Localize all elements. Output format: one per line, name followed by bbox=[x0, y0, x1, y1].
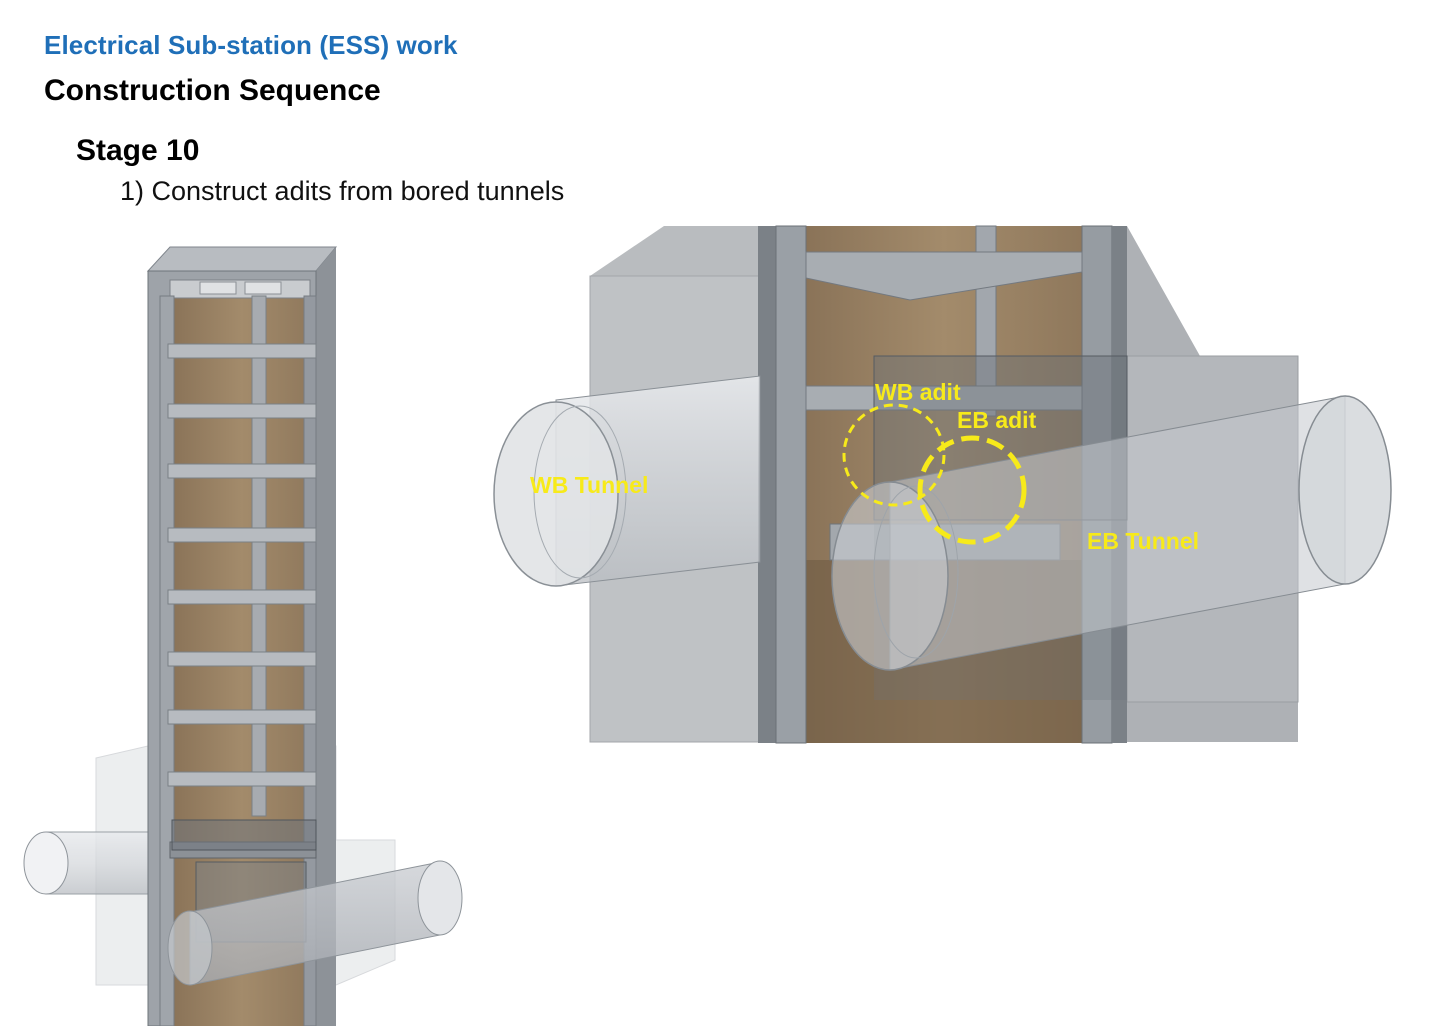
detail-eb-tunnel bbox=[831, 395, 1392, 671]
overview-eb-tunnel bbox=[167, 860, 463, 986]
section-subtitle: Construction Sequence bbox=[44, 74, 381, 107]
wb-adit-marker bbox=[842, 403, 946, 507]
eb-adit-marker bbox=[917, 435, 1027, 545]
eb-adit-label: EB adit bbox=[957, 407, 1037, 433]
wb-tunnel-label: WB Tunnel bbox=[530, 472, 648, 498]
stage-step-text: 1) Construct adits from bored tunnels bbox=[120, 176, 565, 206]
overview-shaft-model bbox=[23, 246, 463, 1026]
wb-adit-label: WB adit bbox=[875, 379, 961, 405]
overview-waling-frames bbox=[167, 343, 317, 787]
stage-title: Stage 10 bbox=[76, 134, 200, 167]
detail-wb-tunnel bbox=[493, 375, 761, 587]
section-title: Electrical Sub-station (ESS) work bbox=[44, 30, 458, 60]
eb-tunnel-label: EB Tunnel bbox=[1087, 528, 1199, 554]
detail-zoom-view: WB adit EB adit WB Tunnel EB Tunnel bbox=[493, 225, 1392, 744]
